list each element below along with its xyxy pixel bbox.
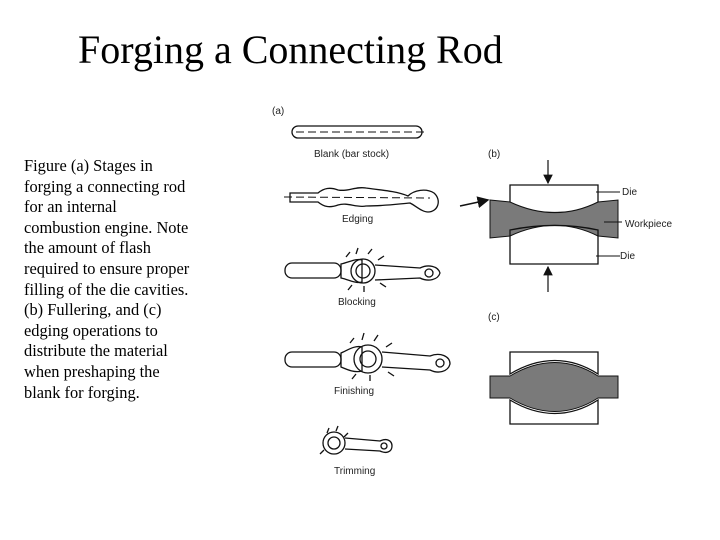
part-c-label: (c) [488,312,500,323]
caption-line: distribute the material [24,341,168,361]
edging-die-drawing [489,351,619,425]
edging-drawing [283,186,439,213]
blocking-drawing [284,247,441,292]
caption-line: when preshaping the [24,361,160,381]
stage-label-edging: Edging [342,214,373,225]
caption-line: filling of the die cavities. [24,279,189,299]
caption-line: blank for forging. [24,382,140,402]
caption-line: forging a connecting rod [24,176,186,196]
caption-line: Figure (a) Stages in [24,156,153,175]
caption-line: for an internal [24,197,117,217]
stage-label-blocking: Blocking [338,297,376,308]
workpiece-label: Workpiece [625,219,672,230]
caption-line: (b) Fullering, and (c) [24,300,162,320]
finishing-drawing [284,332,451,381]
fullering-drawing [459,160,622,292]
die-bottom-label: Die [620,251,635,262]
figure-caption: Figure (a) Stages in forging a connectin… [24,156,239,403]
stage-label-finishing: Finishing [334,386,374,397]
part-a-label: (a) [272,106,284,117]
caption-line: combustion engine. Note [24,217,189,237]
stage-label-blank: Blank (bar stock) [314,149,389,160]
caption-line: edging operations to [24,320,158,340]
die-top-label: Die [622,187,637,198]
part-b-label: (b) [488,149,500,160]
stage-label-trimming: Trimming [334,466,375,477]
caption-line: the amount of flash [24,238,151,258]
slide-title: Forging a Connecting Rod [78,27,503,72]
blank-bar-stock-drawing [291,125,428,139]
trimming-drawing [319,425,393,455]
caption-line: required to ensure proper [24,258,190,278]
